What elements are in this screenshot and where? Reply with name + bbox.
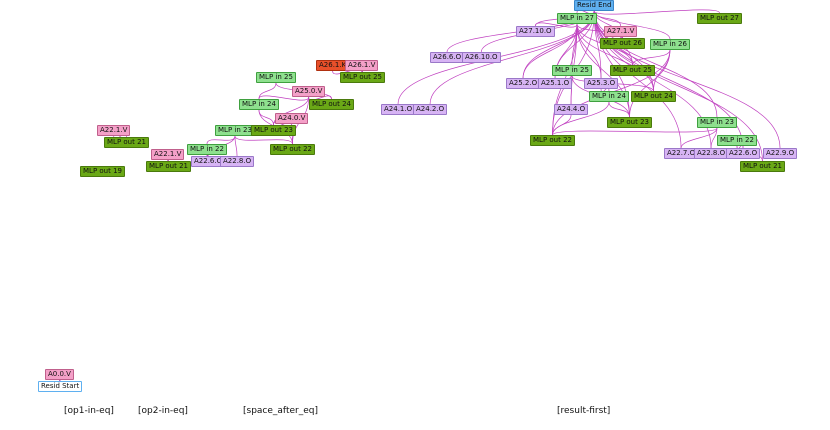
- column-label-op1: [op1-in-eq]: [64, 406, 114, 416]
- node-mlp-in-24[interactable]: MLP in 24: [239, 99, 279, 110]
- node-mlp-in-26[interactable]: MLP in 26: [650, 39, 690, 50]
- node-mlp-out-26[interactable]: MLP out 26: [600, 38, 645, 49]
- edge: [552, 127, 718, 136]
- column-label-op2: [op2-in-eq]: [138, 406, 188, 416]
- node-a26-10-o[interactable]: A26.10.O: [462, 52, 501, 63]
- node-mlp-in-22[interactable]: MLP in 22: [187, 144, 227, 155]
- edge: [273, 96, 310, 126]
- edge: [576, 9, 595, 15]
- node-a25-2-o[interactable]: A25.2.O: [506, 78, 541, 89]
- node-mlp-out-24[interactable]: MLP out 24: [631, 91, 676, 102]
- node-a22-8-o[interactable]: A22.8.O: [220, 156, 255, 167]
- node-mlp-out-25[interactable]: MLP out 25: [610, 65, 655, 76]
- edge: [234, 135, 238, 157]
- node-mlp-out-27[interactable]: MLP out 27: [697, 13, 742, 24]
- node-a24-0-v[interactable]: A24.0.V: [275, 113, 309, 124]
- node-a26-1-v[interactable]: A26.1.V: [345, 60, 379, 71]
- edge: [593, 9, 720, 15]
- node-a25-3-o[interactable]: A25.3.O: [584, 78, 619, 89]
- edge: [576, 23, 630, 118]
- node-a24-1-o[interactable]: A24.1.O: [381, 104, 416, 115]
- node-a24-4-o[interactable]: A24.4.O: [554, 104, 589, 115]
- edge: [552, 114, 572, 136]
- edge: [593, 10, 682, 149]
- node-a27-1-v[interactable]: A27.1.V: [604, 26, 638, 37]
- edge: [258, 109, 274, 126]
- node-a22-1-v[interactable]: A22.1.V: [97, 125, 131, 136]
- node-mlp-out-23[interactable]: MLP out 23: [251, 125, 296, 136]
- edge: [429, 10, 595, 105]
- edge: [534, 22, 578, 28]
- edge: [680, 127, 718, 149]
- node-a22-1-v[interactable]: A22.1.V: [151, 149, 185, 160]
- node-a24-2-o[interactable]: A24.2.O: [413, 104, 448, 115]
- node-a27-10-o[interactable]: A27.10.O: [516, 26, 555, 37]
- node-mlp-out-22[interactable]: MLP out 22: [270, 144, 315, 155]
- node-a26-6-o[interactable]: A26.6.O: [430, 52, 465, 63]
- edge: [608, 101, 630, 118]
- node-mlp-out-21[interactable]: MLP out 21: [740, 161, 785, 172]
- node-mlp-in-24[interactable]: MLP in 24: [589, 91, 629, 102]
- edge: [710, 127, 718, 149]
- node-mlp-in-25[interactable]: MLP in 25: [552, 65, 592, 76]
- edge: [629, 49, 671, 118]
- column-label-result-first: [result-first]: [557, 406, 611, 416]
- edge: [593, 10, 718, 118]
- node-mlp-out-21[interactable]: MLP out 21: [104, 137, 149, 148]
- node-a22-6-o[interactable]: A22.6.O: [726, 148, 761, 159]
- column-label-space-after-eq: [space_after_eq]: [243, 406, 318, 416]
- edge: [308, 95, 332, 101]
- node-mlp-in-23[interactable]: MLP in 23: [215, 125, 255, 136]
- node-mlp-out-19[interactable]: MLP out 19: [80, 166, 125, 177]
- node-resid-start[interactable]: Resid Start: [38, 381, 83, 392]
- edge: [600, 87, 610, 93]
- edge: [576, 23, 654, 92]
- edge: [234, 135, 293, 145]
- node-a0-0-v[interactable]: A0.0.V: [45, 369, 74, 380]
- node-mlp-out-25[interactable]: MLP out 25: [340, 72, 385, 83]
- node-a22-9-o[interactable]: A22.9.O: [763, 148, 798, 159]
- node-a25-0-v[interactable]: A25.0.V: [292, 86, 326, 97]
- node-mlp-out-23[interactable]: MLP out 23: [607, 117, 652, 128]
- edge: [258, 95, 310, 101]
- edge: [593, 10, 781, 149]
- node-a22-8-o[interactable]: A22.8.O: [694, 148, 729, 159]
- node-mlp-out-22[interactable]: MLP out 22: [530, 135, 575, 146]
- node-mlp-in-23[interactable]: MLP in 23: [697, 117, 737, 128]
- edge: [206, 135, 236, 145]
- node-a22-7-o[interactable]: A22.7.O: [664, 148, 699, 159]
- node-mlp-in-22[interactable]: MLP in 22: [717, 135, 757, 146]
- node-a25-1-o[interactable]: A25.1.O: [538, 78, 573, 89]
- node-mlp-in-27[interactable]: MLP in 27: [557, 13, 597, 24]
- node-mlp-out-24[interactable]: MLP out 24: [309, 99, 354, 110]
- node-mlp-in-25[interactable]: MLP in 25: [256, 72, 296, 83]
- node-resid-end[interactable]: Resid End: [574, 0, 615, 11]
- edge: [522, 23, 578, 79]
- edge: [632, 49, 671, 66]
- node-mlp-out-21[interactable]: MLP out 21: [146, 161, 191, 172]
- edge: [258, 82, 277, 100]
